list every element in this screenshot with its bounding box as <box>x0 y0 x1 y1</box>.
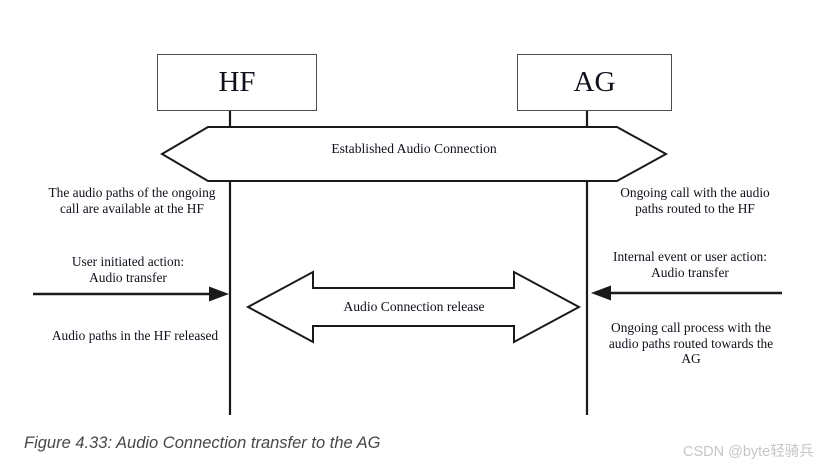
actor-box-ag: AG <box>517 54 672 111</box>
annotation-hf-state-top: The audio paths of the ongoing call are … <box>48 185 216 216</box>
ag-action-arrowhead <box>591 285 611 301</box>
annotation-hf-state-bottom: Audio paths in the HF released <box>51 328 219 343</box>
double-arrow-label: Audio Connection release <box>343 299 485 314</box>
banner-label: Established Audio Connection <box>331 141 497 156</box>
annotation-ag-state-bottom: Ongoing call process with the audio path… <box>608 320 774 366</box>
annotation-ag-action: Internal event or user action: Audio tra… <box>613 249 767 280</box>
hf-action-arrowhead <box>209 286 229 302</box>
actor-box-hf: HF <box>157 54 317 111</box>
actor-label-hf: HF <box>218 66 256 98</box>
annotation-ag-state-top: Ongoing call with the audio paths routed… <box>620 185 770 216</box>
annotation-hf-action: User initiated action: Audio transfer <box>71 254 185 285</box>
csdn-watermark: CSDN @byte轻骑兵 <box>683 444 814 460</box>
figure-caption: Figure 4.33: Audio Connection transfer t… <box>24 434 381 452</box>
established-audio-connection-banner <box>160 126 669 182</box>
audio-connection-release-double-arrow <box>245 270 582 344</box>
actor-label-ag: AG <box>573 66 616 98</box>
